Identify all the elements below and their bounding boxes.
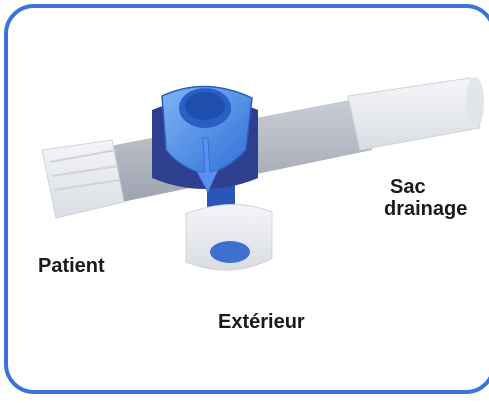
drainage-connector: [347, 77, 481, 151]
valve-handle-top-highlight: [185, 92, 225, 120]
label-sac-line1: Sac: [390, 176, 426, 198]
outlet-connector: [185, 204, 273, 271]
outlet-connector-opening: [210, 241, 250, 263]
patient-connector-ribs: [49, 149, 121, 191]
flow-arrow-icon: [196, 137, 219, 194]
label-sac-line2: drainage: [384, 198, 468, 220]
label-exterieur: Extérieur: [218, 311, 305, 333]
label-patient: Patient: [38, 255, 105, 277]
label-sac-drainage: Sac drainage: [384, 176, 467, 220]
drainage-connector-end: [466, 77, 484, 129]
